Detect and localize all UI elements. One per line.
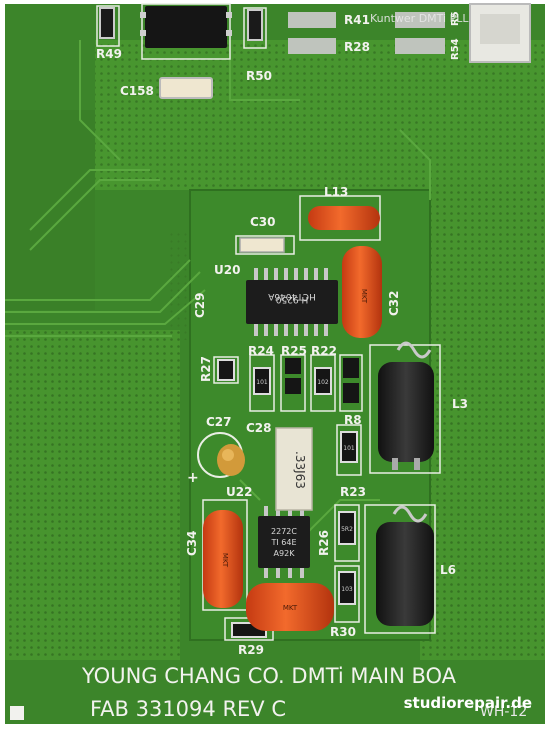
ref-r30: R30	[330, 625, 356, 639]
top-components	[99, 3, 531, 99]
top-caption: Kuntwer DMTi PLL	[370, 12, 469, 25]
u22-marking-3: A92K	[274, 549, 296, 558]
ref-r41: R41	[344, 13, 370, 27]
ref-r50: R50	[246, 69, 272, 83]
ref-c34: C34	[185, 530, 199, 556]
ref-r54: R54	[450, 38, 461, 60]
board-title-line2: FAB 331094 REV C	[90, 697, 286, 721]
ref-c27: C27	[206, 415, 232, 429]
c27-tantalum	[197, 432, 245, 478]
u20-marking-2: H 9250	[275, 294, 308, 304]
ref-u20: U20	[214, 263, 240, 277]
r24-code: 101	[256, 379, 268, 386]
r23-code: 101	[343, 445, 355, 452]
cap-markings: MKT MKT MKT	[221, 289, 368, 612]
board-part-no: WH-12	[480, 704, 527, 720]
resistor-codes: 101 102 101 5R2 103	[256, 379, 355, 593]
ref-r5x: R5	[450, 11, 461, 26]
fiducial-marker	[10, 706, 24, 720]
chip-resistors	[217, 237, 359, 638]
board-silkscreen: YOUNG CHANG CO. DMTi MAIN BOA FAB 331094…	[81, 664, 457, 721]
r22-code: 102	[317, 379, 329, 386]
ref-l6: L6	[440, 563, 456, 577]
coil-l3	[378, 341, 434, 470]
ic-markings: HCT4046A H 9250 2272C TI 64E A92K	[267, 291, 315, 558]
ref-c30: C30	[250, 215, 276, 229]
u22-marking-1: 2272C	[271, 527, 297, 536]
ref-c158: C158	[120, 84, 154, 98]
u20-ic	[246, 268, 338, 336]
copper-traces	[5, 40, 431, 541]
ref-c32: C32	[387, 290, 401, 316]
film-capacitors	[203, 206, 382, 631]
ref-c28: C28	[246, 421, 272, 435]
ref-r23: R23	[340, 485, 366, 499]
ref-r49: R49	[96, 47, 122, 61]
ref-r28: R28	[344, 40, 370, 54]
ref-r27: R27	[199, 356, 213, 382]
ref-r26: R26	[317, 530, 331, 556]
ref-r25: R25	[281, 344, 307, 358]
c34-marking: MKT	[221, 553, 229, 568]
ref-c29: C29	[193, 292, 207, 318]
u22-marking-2: TI 64E	[270, 538, 296, 547]
r30-code: 103	[341, 586, 353, 593]
u20-marking-1: HCT4046A	[267, 291, 315, 301]
board-title-line1: YOUNG CHANG CO. DMTi MAIN BOA	[81, 664, 457, 688]
ref-l13: L13	[324, 185, 348, 199]
coil-l6	[376, 505, 434, 626]
ref-r8: R8	[344, 413, 362, 427]
ref-labels: R49 R41 R28 R50 C158 R54 R5 L13 C30 U20 …	[96, 11, 468, 657]
ref-u22: U22	[226, 485, 252, 499]
u22-ic	[258, 506, 310, 578]
ref-r22: R22	[311, 344, 337, 358]
r26-code: 5R2	[341, 526, 353, 533]
c28-capacitor	[275, 427, 313, 511]
bottom-cap-marking: MKT	[283, 604, 298, 612]
c32-marking: MKT	[360, 289, 368, 304]
ref-r29: R29	[238, 643, 264, 657]
ref-plus: +	[187, 470, 199, 486]
watermark: studiorepair.de	[404, 694, 532, 712]
ref-l3: L3	[452, 397, 468, 411]
ref-r24: R24	[248, 344, 274, 358]
c28-marking: .33J63	[293, 451, 307, 489]
